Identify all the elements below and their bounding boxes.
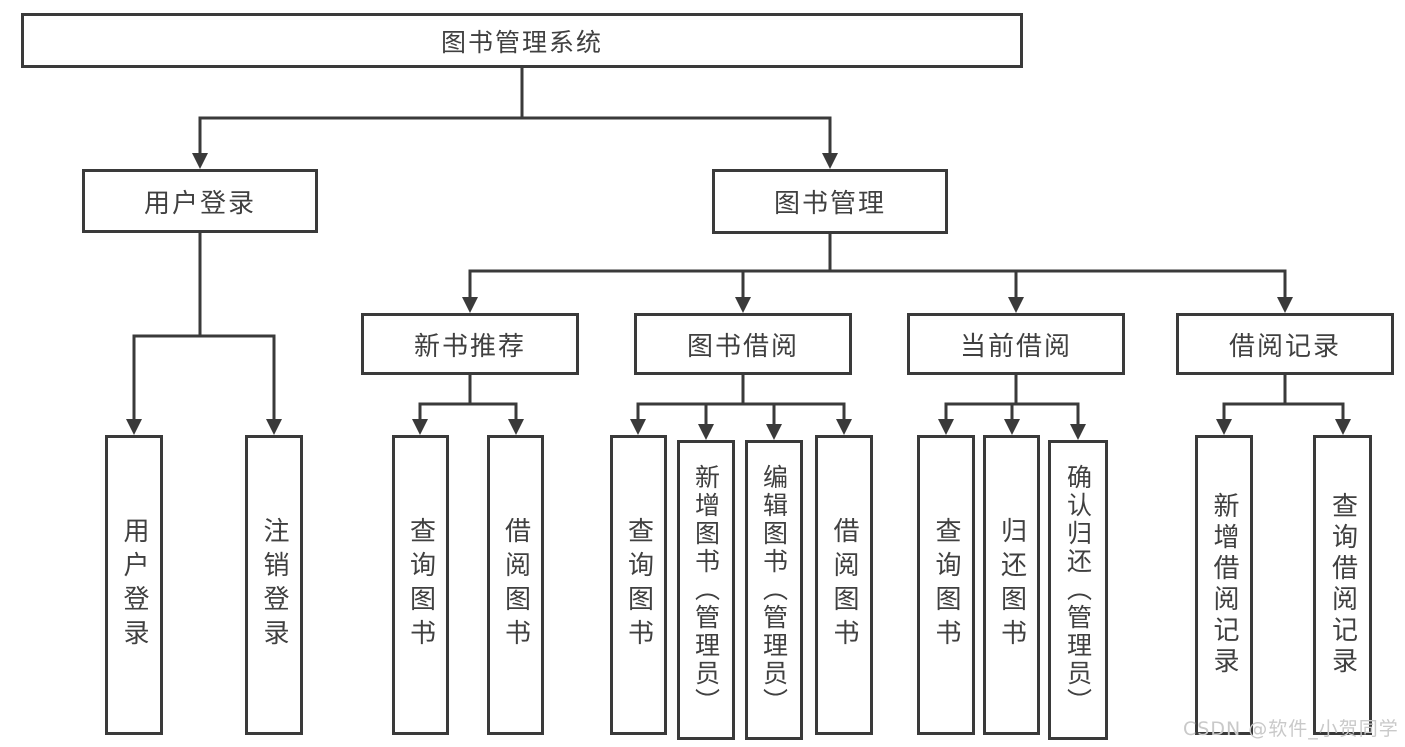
- leaf-add-borrow-record: 新增借阅记录: [1195, 435, 1253, 735]
- leaf-return-books: 归还图书: [983, 435, 1040, 735]
- node-label: 注销登录: [259, 517, 289, 653]
- node-label: 查询图书: [931, 517, 961, 653]
- node-label: 图书管理: [773, 189, 886, 219]
- leaf-query-books-3: 查询图书: [917, 435, 975, 735]
- node-label: 图书借阅: [686, 331, 799, 362]
- node-label: 当前借阅: [959, 331, 1072, 362]
- leaf-borrow-books-2: 借阅图书: [815, 435, 873, 735]
- node-label: 查询图书: [405, 517, 436, 653]
- node-label: 查询图书: [623, 517, 654, 653]
- leaf-confirm-return-admin: 确认归还（管理员）: [1048, 440, 1108, 740]
- leaf-query-books-1: 查询图书: [392, 435, 449, 735]
- leaf-borrow-books-1: 借阅图书: [487, 435, 544, 735]
- csdn-watermark: CSDN @软件_小贺同学: [1183, 718, 1399, 740]
- leaf-logout: 注销登录: [245, 435, 303, 735]
- node-label: 用户登录: [119, 517, 149, 653]
- leaf-query-books-2: 查询图书: [610, 435, 667, 735]
- node-label: 用户登录: [143, 188, 256, 219]
- leaf-add-books-admin: 新增图书（管理员）: [677, 440, 735, 740]
- node-label: 借阅记录: [1228, 331, 1341, 362]
- node-label: 编辑图书（管理员）: [759, 464, 789, 716]
- node-new-book-recommend: 新书推荐: [361, 313, 579, 375]
- node-label: 查询借阅记录: [1327, 492, 1358, 678]
- node-label: 新增借阅记录: [1209, 492, 1239, 678]
- node-label: 图书管理系统: [440, 27, 603, 57]
- leaf-edit-books-admin: 编辑图书（管理员）: [745, 440, 803, 740]
- node-label: 借阅图书: [500, 517, 531, 653]
- leaf-query-borrow-record: 查询借阅记录: [1313, 435, 1372, 735]
- leaf-user-login: 用户登录: [105, 435, 163, 735]
- node-book-management-module: 图书管理: [712, 169, 948, 234]
- node-label: 新书推荐: [413, 331, 526, 362]
- node-label: 新增图书（管理员）: [691, 464, 721, 716]
- node-library-management-system: 图书管理系统: [21, 13, 1023, 68]
- node-current-borrowing: 当前借阅: [907, 313, 1125, 375]
- node-label: 借阅图书: [829, 517, 859, 653]
- node-label: 归还图书: [996, 517, 1027, 653]
- arrowheads: [126, 153, 1351, 440]
- node-user-login-module: 用户登录: [82, 169, 318, 233]
- node-borrowing-records: 借阅记录: [1176, 313, 1394, 375]
- node-book-borrowing: 图书借阅: [634, 313, 852, 375]
- node-label: 确认归还（管理员）: [1063, 464, 1093, 716]
